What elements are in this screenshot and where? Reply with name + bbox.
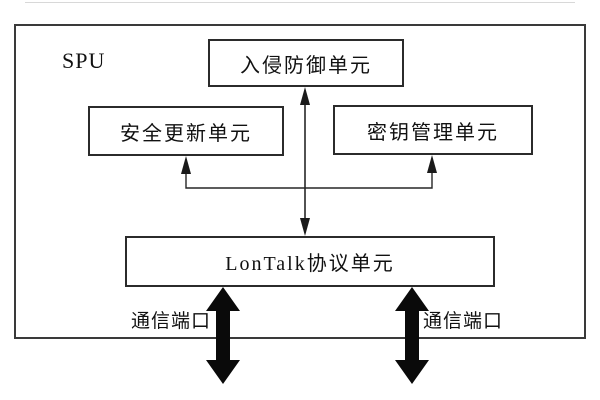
top-scan-line — [25, 2, 575, 3]
node-security-update-label: 安全更新单元 — [120, 122, 252, 145]
node-intrusion-prevention-label: 入侵防御单元 — [240, 54, 372, 77]
node-intrusion-prevention-unit: 入侵防御单元 — [208, 39, 404, 87]
node-lontalk-protocol-unit: LonTalk协议单元 — [125, 236, 495, 287]
port-label-left: 通信端口 — [131, 311, 212, 332]
port-label-right: 通信端口 — [423, 311, 504, 332]
node-lontalk-protocol-label: LonTalk协议单元 — [225, 253, 395, 275]
node-key-management-label: 密钥管理单元 — [367, 121, 499, 144]
node-security-update-unit: 安全更新单元 — [88, 106, 284, 156]
spu-container-frame — [14, 24, 586, 339]
spu-container-label: SPU — [62, 48, 106, 73]
node-key-management-unit: 密钥管理单元 — [333, 105, 533, 155]
